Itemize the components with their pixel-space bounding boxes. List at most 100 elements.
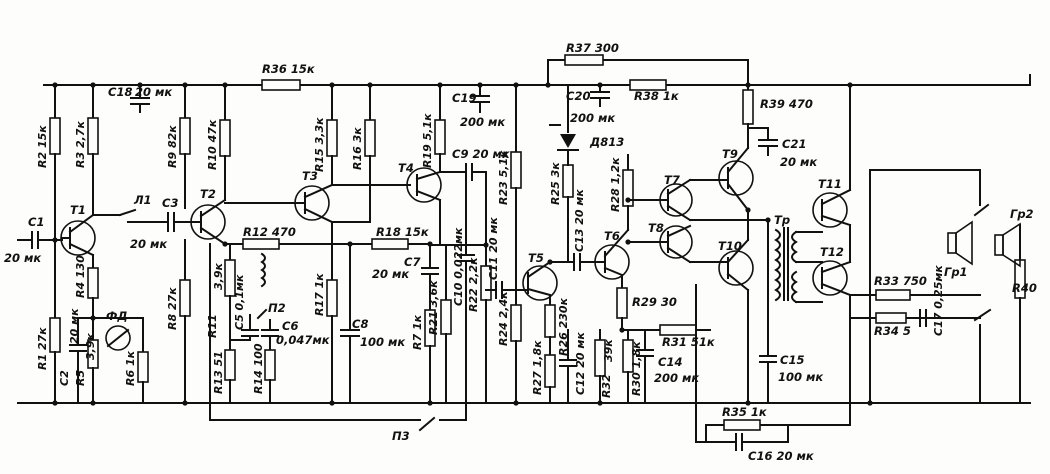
resistors [49, 84, 1026, 404]
label-c10: C10 0,022мк [452, 227, 465, 306]
rails [17, 59, 1031, 404]
label-c21-value: 20 мк [780, 155, 818, 169]
label-c11: C11 20 мк [487, 217, 500, 280]
label-t9: T9 [722, 147, 738, 161]
label-c8: C8 [352, 317, 368, 331]
label-r31: R31 51к [662, 335, 716, 349]
label-gr2: Гр2 [1010, 207, 1034, 221]
label-r8: R8 27к [166, 287, 179, 330]
label-r33: R33 750 [874, 274, 927, 288]
transistors [60, 84, 852, 426]
label-r5-value: 3,9к [84, 333, 97, 360]
label-c1: C1 [28, 215, 44, 229]
label-t5: T5 [528, 251, 544, 265]
speakers [869, 169, 1021, 404]
label-r18: R18 15к [376, 225, 430, 239]
label-r10: R10 47к [206, 119, 219, 170]
label-fd: ФД [106, 309, 128, 323]
label-r28: R28 1,2к [609, 157, 622, 212]
misc-elements [92, 208, 851, 443]
label-t10: T10 [718, 239, 742, 253]
label-r15: R15 3,3к [313, 117, 326, 172]
label-r13: R13 51 [212, 351, 225, 394]
label-r23: R23 5,1к [497, 150, 510, 205]
label-r35: R35 1к [722, 405, 768, 419]
label-t4: T4 [398, 161, 414, 175]
label-r19: R19 5,1к [421, 113, 434, 168]
label-r29: R29 30 [632, 295, 677, 309]
label-c17: C17 0,25мк [932, 265, 945, 336]
label-c6-value: 0,047мк [276, 333, 331, 347]
label-r32-value: 39к [602, 339, 615, 362]
label-c19-value: 200 мк [460, 115, 506, 129]
label-r1: R1 27к [36, 327, 49, 370]
label-c2-value: 20 мк [68, 308, 81, 344]
label-t8: T8 [648, 221, 664, 235]
label-c3-value: 20 мк [130, 237, 168, 251]
label-t6: T6 [604, 229, 620, 243]
label-r36: R36 15к [262, 62, 316, 76]
label-c7-value: 20 мк [372, 267, 410, 281]
label-c18-value: 20 мк [135, 85, 173, 99]
label-r26: R26 230к [557, 297, 570, 356]
label-t12: T12 [820, 245, 844, 259]
label-c9: C9 20 мк [452, 147, 511, 161]
label-c8-value: 100 мк [360, 335, 406, 349]
label-t11: T11 [818, 177, 842, 191]
label-c2: C2 [58, 370, 71, 386]
label-c6: C6 [282, 319, 298, 333]
label-c5: C5 0,1мк [233, 274, 246, 330]
label-r11-value: 3,9к [212, 263, 225, 290]
label-r25: R25 3к [549, 162, 562, 205]
label-gr1: Гр1 [944, 265, 968, 279]
label-r11: R11 [206, 314, 219, 338]
label-r38: R38 1к [634, 89, 680, 103]
label-r3: R3 2,7к [74, 121, 87, 168]
label-r4: R4 130 [74, 255, 87, 298]
label-l1: Л1 [133, 193, 152, 207]
label-transformer: Тр [774, 213, 790, 227]
label-c15: C15 [780, 353, 804, 367]
label-r17: R17 1к [313, 273, 326, 316]
label-c1-value: 20 мк [4, 251, 42, 265]
label-c21: C21 [782, 137, 806, 151]
transformer [774, 227, 823, 304]
component-labels: R36 15к R37 300 R38 1к R39 470 C18 20 мк… [4, 41, 1037, 463]
label-t2: T2 [200, 187, 216, 201]
label-c16: C16 20 мк [748, 449, 815, 463]
label-c15-value: 100 мк [778, 370, 824, 384]
label-r39: R39 470 [760, 97, 813, 111]
label-t1: T1 [70, 203, 86, 217]
label-c19: C19 [452, 91, 476, 105]
label-c12: C12 20 мк [574, 332, 587, 395]
label-r6: R6 1к [124, 350, 137, 386]
label-p3: П3 [392, 429, 410, 443]
label-r24: R24 2,4к [497, 291, 510, 346]
label-c14-value: 200 мк [654, 371, 700, 385]
label-p2: П2 [268, 301, 286, 315]
label-r7: R7 1к [411, 314, 424, 350]
label-t7: T7 [664, 173, 680, 187]
label-r30: R30 1,8к [630, 341, 643, 396]
label-r21: R21 3,6к [427, 280, 440, 335]
zener-diode [549, 84, 579, 166]
label-t3: T3 [302, 169, 318, 183]
label-c20-value: 200 мк [570, 111, 616, 125]
label-r27: R27 1,8к [531, 340, 544, 395]
label-r37: R37 300 [566, 41, 619, 55]
label-c7: C7 [404, 255, 420, 269]
label-c14: C14 [658, 355, 682, 369]
label-r40: R40 [1012, 281, 1037, 295]
label-r2: R2 15к [36, 125, 49, 168]
label-c20: C20 [566, 89, 590, 103]
junction-dots [52, 82, 873, 406]
label-r16: R16 3к [351, 127, 364, 170]
label-r14: R14 100 [252, 343, 265, 394]
label-r32: R32 [600, 374, 613, 398]
label-c18: C18 [108, 85, 132, 99]
label-r22: R22 2,2к [467, 257, 480, 312]
label-c3: C3 [162, 196, 178, 210]
label-r34: R34 5 [874, 324, 911, 338]
label-c13: C13 20 мк [573, 189, 586, 252]
